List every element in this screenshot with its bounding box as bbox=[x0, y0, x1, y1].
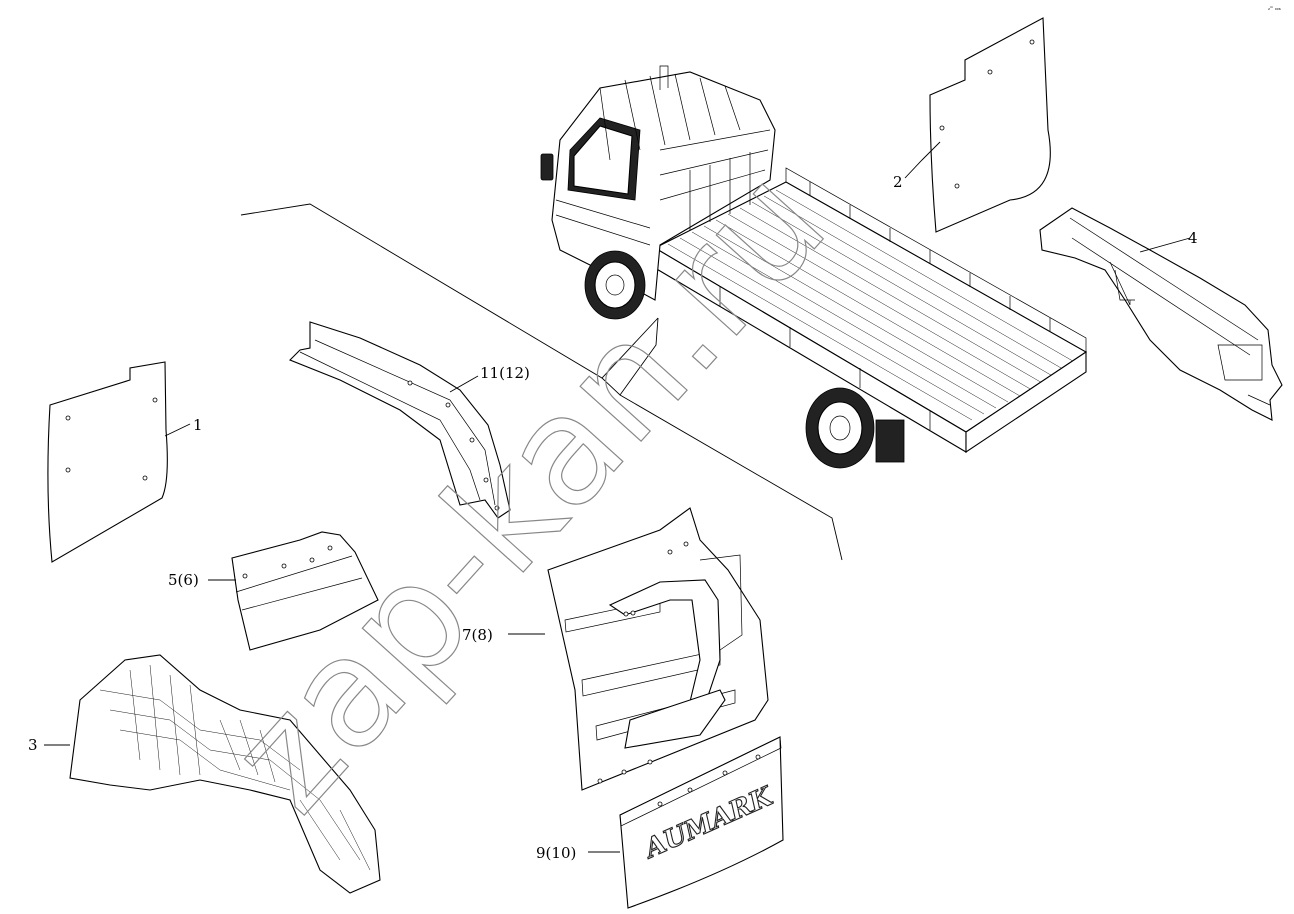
part-1-panel bbox=[47, 361, 191, 563]
front-wheel bbox=[584, 250, 646, 320]
callout-7-8: 7(8) bbox=[462, 626, 493, 644]
truck-illustration bbox=[540, 65, 1088, 469]
callout-5-6: 5(6) bbox=[168, 571, 199, 589]
part-2-panel bbox=[904, 17, 1051, 233]
part-9-10-mudflap: AUMARK bbox=[588, 736, 784, 909]
callout-3: 3 bbox=[28, 736, 38, 754]
context-outline bbox=[240, 203, 843, 561]
part-3-liner bbox=[44, 654, 381, 894]
callout-1: 1 bbox=[193, 416, 203, 434]
part-5-6-bracket bbox=[208, 531, 379, 651]
corner-mark: ₂ᵐ ₀₀₆ bbox=[1268, 6, 1281, 12]
rear-wheel bbox=[805, 387, 905, 469]
part-7-8-flap-bracket bbox=[508, 507, 769, 791]
callout-11-12: 11(12) bbox=[480, 364, 530, 382]
callout-2: 2 bbox=[893, 173, 903, 191]
part-11-12-arch bbox=[289, 321, 511, 519]
callout-4: 4 bbox=[1188, 229, 1198, 247]
watermark: zap-kan.ru bbox=[197, 136, 859, 844]
callout-9-10: 9(10) bbox=[536, 844, 576, 862]
part-4-bracket bbox=[1039, 207, 1283, 421]
